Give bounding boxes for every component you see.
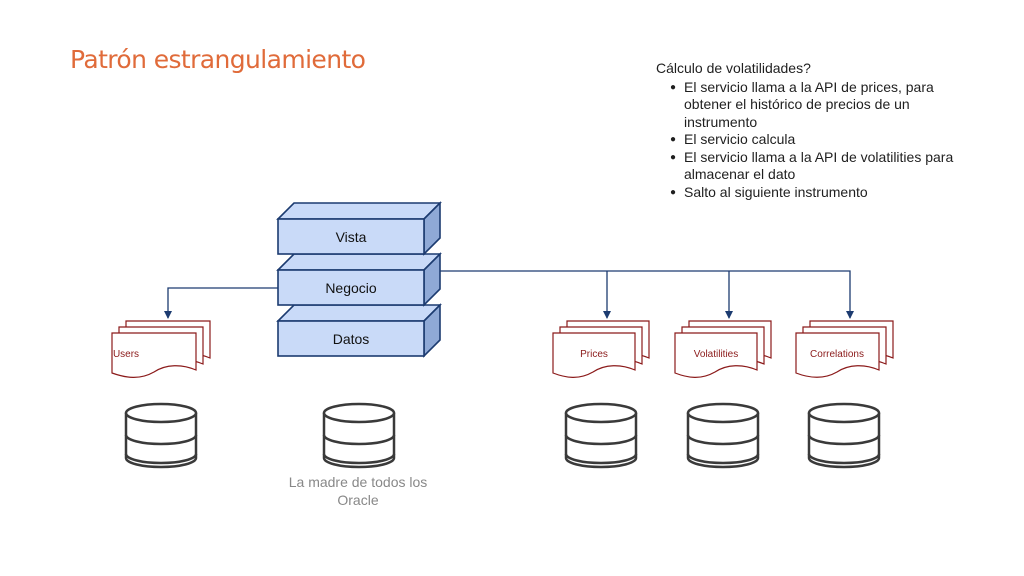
service-label-users: Users — [113, 349, 139, 360]
database-users-icon — [124, 402, 198, 469]
notes-bullet: El servicio llama a la API de volatiliti… — [656, 149, 976, 184]
connector-prices — [440, 270, 854, 319]
service-volatilities: Volatilities — [674, 320, 772, 378]
service-prices: Prices — [552, 320, 650, 378]
service-label-prices: Prices — [580, 349, 608, 360]
connector-users — [164, 287, 278, 319]
layer-label-datos: Datos — [333, 331, 370, 347]
layer-negocio: Negocio — [276, 252, 442, 307]
notes-panel: Cálculo de volatilidades? El servicio ll… — [656, 60, 976, 201]
notes-heading: Cálculo de volatilidades? — [656, 60, 811, 76]
database-volatilities-icon — [686, 402, 760, 469]
service-users: Users — [111, 320, 211, 378]
database-prices-icon — [564, 402, 638, 469]
database-oracle-icon — [322, 402, 396, 469]
notes-list: El servicio llama a la API de prices, pa… — [656, 79, 976, 202]
layer-vista: Vista — [276, 201, 442, 256]
layer-label-vista: Vista — [336, 229, 367, 245]
slide-title: Patrón estrangulamiento — [70, 45, 366, 74]
notes-bullet: El servicio llama a la API de prices, pa… — [656, 79, 976, 132]
service-label-volatilities: Volatilities — [694, 349, 738, 360]
notes-bullet: El servicio calcula — [656, 131, 976, 149]
service-label-correlations: Correlations — [810, 349, 864, 360]
oracle-database-label: La madre de todos los Oracle — [288, 474, 428, 508]
notes-bullet: Salto al siguiente instrumento — [656, 184, 976, 202]
connectors — [164, 270, 854, 319]
service-correlations: Correlations — [795, 320, 894, 378]
layer-datos: Datos — [276, 303, 442, 358]
database-correlations-icon — [807, 402, 881, 469]
monolith-stack: Datos Negocio Vista — [276, 201, 442, 358]
layer-label-negocio: Negocio — [325, 280, 377, 296]
